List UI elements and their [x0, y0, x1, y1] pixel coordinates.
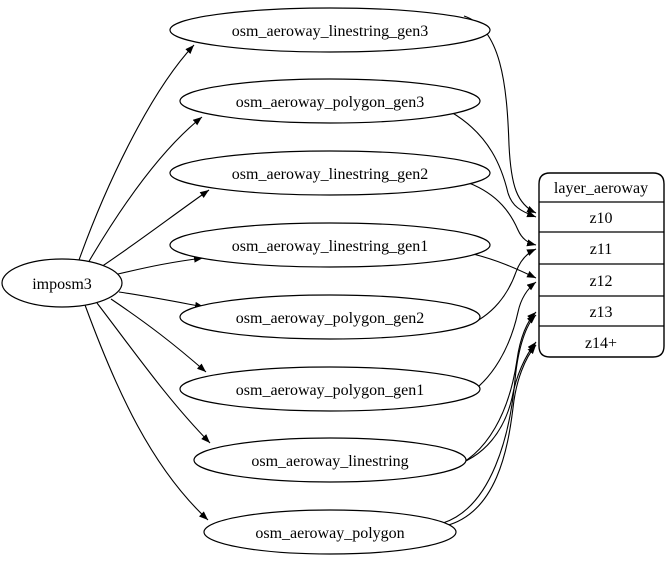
table-node-shape: [179, 294, 481, 340]
layer-row-z11: z11: [590, 241, 613, 258]
table-node-label: osm_aeroway_polygon: [255, 525, 404, 542]
edge-imposm3-to-osm-aeroway-linestring-gen3: [78, 44, 195, 261]
edge-group-source-to-tables: [78, 44, 211, 521]
edge-imposm3-to-osm-aeroway-linestring-gen1: [117, 255, 204, 275]
node-osm-aeroway-linestring: osm_aeroway_linestring: [193, 437, 467, 483]
table-node-shape: [169, 150, 491, 196]
edge-osm-aeroway-polygon-to-z13: [442, 314, 537, 524]
table-node-label: osm_aeroway_polygon_gen3: [236, 94, 424, 111]
node-imposm3-label: imposm3: [32, 276, 92, 293]
edge-osm-aeroway-polygon-gen3-to-z10: [450, 111, 537, 218]
layer-row-z13: z13: [589, 304, 612, 321]
table-node-label: osm_aeroway_linestring: [251, 453, 408, 470]
layer-record-shape: [538, 172, 665, 358]
table-node-shape: [179, 366, 481, 412]
layer-row-z10: z10: [589, 210, 612, 227]
edge-imposm3-to-osm-aeroway-polygon-gen1: [110, 298, 207, 373]
edge-imposm3-to-osm-aeroway-polygon: [84, 304, 209, 521]
node-osm-aeroway-polygon-gen2: osm_aeroway_polygon_gen2: [179, 294, 481, 340]
node-imposm3-shape: [1, 258, 123, 308]
node-osm-aeroway-polygon-gen3: osm_aeroway_polygon_gen3: [179, 78, 481, 124]
table-node-label: osm_aeroway_linestring_gen1: [232, 238, 428, 255]
table-node-label: osm_aeroway_polygon_gen2: [236, 310, 424, 327]
edge-osm-aeroway-polygon-gen1-to-z12: [460, 281, 537, 400]
node-osm-aeroway-polygon-gen1: osm_aeroway_polygon_gen1: [179, 366, 481, 412]
edge-imposm3-to-osm-aeroway-linestring: [96, 302, 211, 444]
layer-row-z12: z12: [589, 273, 612, 290]
node-layer-aeroway: layer_aeroway z10 z11 z12 z13 z14+: [538, 172, 665, 358]
layer-title: layer_aeroway: [554, 180, 648, 197]
table-node-shape: [179, 78, 481, 124]
node-imposm3: imposm3: [1, 258, 123, 308]
node-osm-aeroway-linestring-gen3: osm_aeroway_linestring_gen3: [169, 7, 491, 53]
edge-osm-aeroway-polygon-to-z14: [444, 344, 537, 527]
table-node-label: osm_aeroway_linestring_gen2: [232, 166, 428, 183]
node-osm-aeroway-polygon: osm_aeroway_polygon: [203, 509, 457, 555]
node-osm-aeroway-linestring-gen1: osm_aeroway_linestring_gen1: [169, 222, 491, 268]
edge-osm-aeroway-linestring-gen1-to-z12: [472, 253, 537, 279]
edge-osm-aeroway-linestring-to-z13: [446, 311, 537, 471]
edge-osm-aeroway-linestring-to-z14: [448, 341, 537, 468]
edge-imposm3-to-osm-aeroway-polygon-gen3: [87, 116, 203, 264]
edge-osm-aeroway-polygon-gen2-to-z11: [463, 248, 537, 328]
edge-group-tables-to-layer: [442, 15, 537, 527]
table-node-label: osm_aeroway_linestring_gen3: [232, 23, 428, 40]
edge-imposm3-to-osm-aeroway-linestring-gen2: [100, 189, 210, 268]
edge-osm-aeroway-linestring-gen2-to-z11: [468, 182, 537, 247]
table-node-shape: [169, 222, 491, 268]
table-node-shape: [193, 437, 467, 483]
edge-imposm3-to-osm-aeroway-polygon-gen2: [118, 291, 205, 309]
table-node-label: osm_aeroway_polygon_gen1: [236, 382, 424, 399]
node-osm-aeroway-linestring-gen2: osm_aeroway_linestring_gen2: [169, 150, 491, 196]
edge-osm-aeroway-linestring-gen3-to-z10: [463, 15, 537, 214]
layer-row-z14: z14+: [585, 335, 617, 352]
table-node-shape: [203, 509, 457, 555]
table-node-shape: [169, 7, 491, 53]
